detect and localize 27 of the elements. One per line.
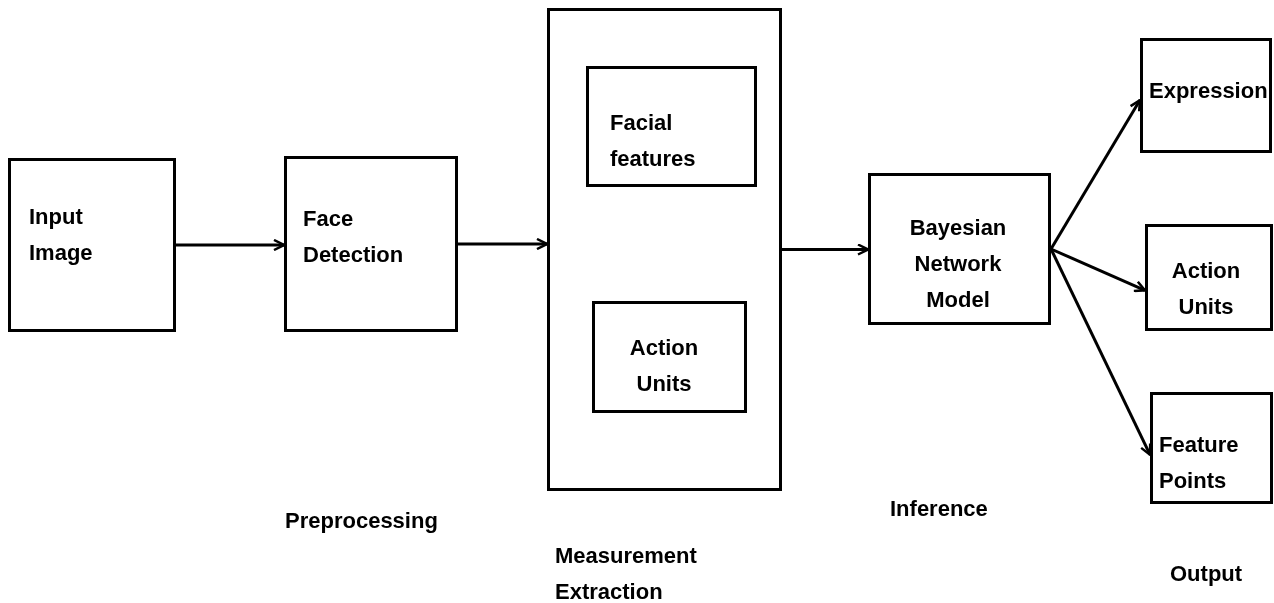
stage-label: Inference <box>890 495 989 523</box>
process-box <box>1140 38 1272 153</box>
arrow <box>1050 247 1147 293</box>
box-label: Expression <box>1149 77 1269 105</box>
box-label: Bayesian Network Model <box>908 214 1008 314</box>
box-label: Feature Points <box>1159 431 1240 495</box>
process-box <box>868 173 1051 325</box>
arrow <box>458 237 549 251</box>
box-label: Face Detection <box>303 205 405 269</box>
stage-label: Preprocessing <box>285 507 439 535</box>
process-box <box>586 66 757 187</box>
process-box <box>284 156 458 332</box>
box-label: Facial features <box>610 109 697 173</box>
arrow <box>782 243 870 256</box>
arrow <box>1049 98 1142 250</box>
stage-label: Measurement Extraction <box>555 542 698 603</box>
process-box <box>1150 392 1273 504</box>
process-box <box>592 301 747 413</box>
box-label: Action Units <box>1170 257 1242 321</box>
box-label: Action Units <box>628 334 700 398</box>
arrow <box>1049 248 1152 456</box>
group-box <box>547 8 782 491</box>
stage-label: Output <box>1170 560 1244 588</box>
box-label: Input Image <box>29 203 94 267</box>
arrow <box>176 238 286 252</box>
process-box <box>8 158 176 332</box>
process-box <box>1145 224 1273 331</box>
